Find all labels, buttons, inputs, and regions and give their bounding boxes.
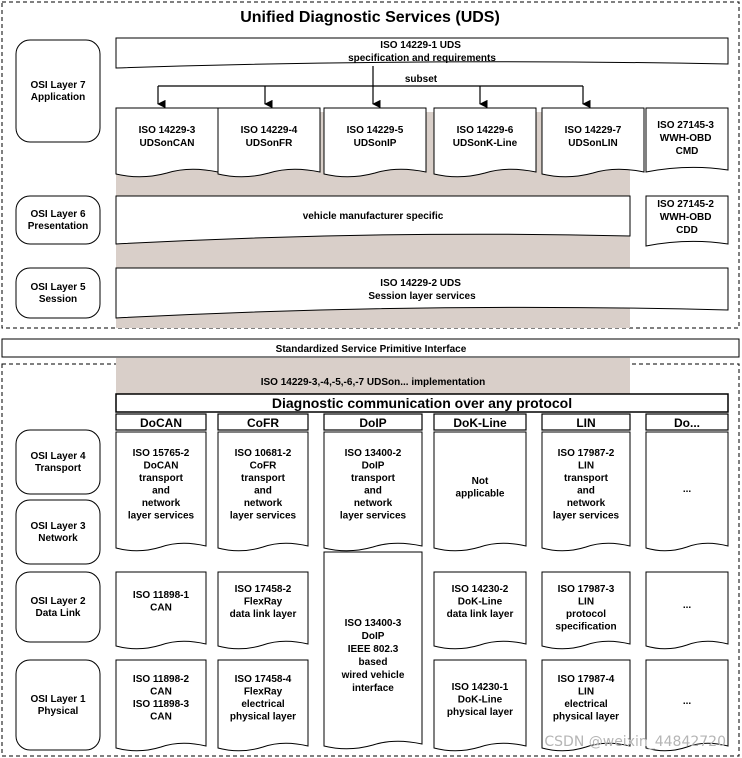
subset-label: subset bbox=[405, 74, 438, 85]
column-header-box-4 bbox=[433, 413, 527, 431]
physical-box-5 bbox=[541, 659, 631, 752]
transport-box-4 bbox=[433, 431, 527, 552]
spec-box-shape bbox=[115, 37, 729, 69]
transport-box-5 bbox=[541, 431, 631, 552]
column-header-3: DoIP bbox=[359, 416, 386, 430]
osi-layer-pill-l1 bbox=[15, 659, 101, 751]
app-box-2 bbox=[217, 107, 321, 178]
wwh-cmd-box-shape bbox=[645, 107, 729, 173]
session-text: ISO 14229-2 UDS Session layer services bbox=[368, 278, 476, 302]
column-header-box-5 bbox=[541, 413, 631, 431]
lower-box-3 bbox=[323, 551, 423, 750]
osi-layer-pill-l3 bbox=[15, 499, 101, 565]
column-header-6: Do... bbox=[674, 416, 700, 430]
datalink-box-1 bbox=[115, 571, 207, 650]
transport-box-2 bbox=[217, 431, 309, 552]
transport-box-1 bbox=[115, 431, 207, 552]
app-box-4 bbox=[433, 107, 537, 178]
transport-text-6: ... bbox=[683, 484, 692, 495]
session-box-shape bbox=[115, 267, 729, 319]
osi-layer-pill-l2 bbox=[15, 571, 101, 643]
osi-layer-pill-l4 bbox=[15, 429, 101, 495]
app-box-5 bbox=[541, 107, 645, 178]
datalink-box-5 bbox=[541, 571, 631, 650]
sspi-bar bbox=[1, 338, 740, 358]
column-header-box-3 bbox=[323, 413, 423, 431]
physical-text-6: ... bbox=[683, 696, 692, 707]
spec-box-text: ISO 14229-1 UDS specification and requir… bbox=[348, 40, 496, 64]
datalink-box-6 bbox=[645, 571, 729, 650]
column-header-box-2 bbox=[217, 413, 309, 431]
app-box-3 bbox=[323, 107, 427, 178]
column-header-4: DoK-Line bbox=[453, 416, 507, 430]
app-box-1 bbox=[115, 107, 219, 178]
transport-box-6 bbox=[645, 431, 729, 552]
datalink-text-6: ... bbox=[683, 600, 692, 611]
implementation-text: ISO 14229-3,-4,-5,-6,-7 UDSon... impleme… bbox=[261, 377, 486, 388]
osi-layer-pill-l6 bbox=[15, 195, 101, 245]
sspi-text: Standardized Service Primitive Interface bbox=[276, 344, 467, 355]
column-header-2: CoFR bbox=[247, 416, 279, 430]
wwh-cdd-text: ISO 27145-2 WWH-OBD CDD bbox=[657, 199, 717, 236]
presentation-text: vehicle manufacturer specific bbox=[303, 211, 444, 222]
physical-box-1 bbox=[115, 659, 207, 752]
wwh-cmd-text: ISO 27145-3 WWH-OBD CMD bbox=[657, 120, 717, 157]
physical-box-2 bbox=[217, 659, 309, 752]
watermark-text: CSDN @weixin_44842720 bbox=[544, 734, 726, 750]
dcop-bar bbox=[115, 393, 729, 413]
lower-dashed-frame bbox=[1, 363, 740, 757]
column-header-box-1 bbox=[115, 413, 207, 431]
wwh-cdd-box-shape bbox=[645, 195, 729, 247]
column-header-1: DoCAN bbox=[140, 416, 182, 430]
physical-box-4 bbox=[433, 659, 527, 752]
datalink-box-4 bbox=[433, 571, 527, 650]
column-header-box-6 bbox=[645, 413, 729, 431]
diagram-title: Unified Diagnostic Services (UDS) bbox=[240, 9, 500, 26]
transport-box-3 bbox=[323, 431, 423, 552]
dcop-text: Diagnostic communication over any protoc… bbox=[272, 395, 572, 411]
datalink-box-2 bbox=[217, 571, 309, 650]
osi-layer-pill-l7 bbox=[15, 39, 101, 143]
osi-layer-pill-l5 bbox=[15, 267, 101, 319]
presentation-box-shape bbox=[115, 195, 631, 245]
physical-box-6 bbox=[645, 659, 729, 752]
column-header-5: LIN bbox=[576, 416, 595, 430]
